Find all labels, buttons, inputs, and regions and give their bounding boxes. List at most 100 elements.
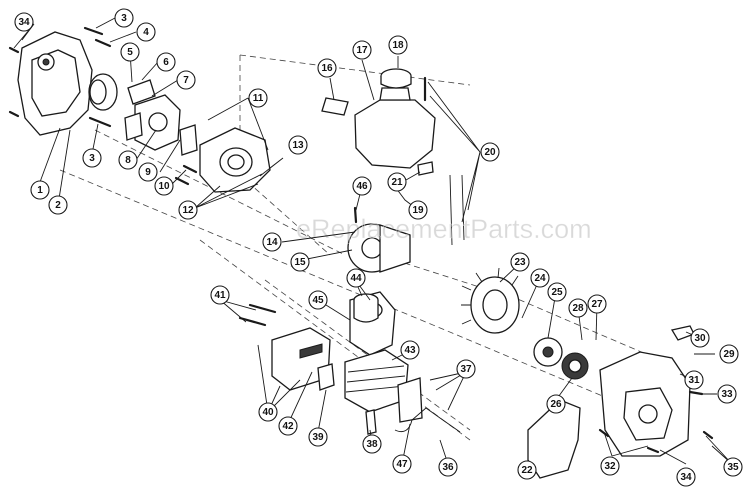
- callout-25: 25: [547, 282, 567, 302]
- piston: [353, 293, 379, 323]
- callout-number: 37: [460, 364, 472, 375]
- callout-number: 19: [412, 205, 424, 216]
- callout-circle: [114, 8, 134, 28]
- callout-number: 7: [183, 75, 189, 86]
- callout-circle: [587, 294, 607, 314]
- callout-37: 37: [456, 359, 476, 379]
- spark-plug: [365, 409, 377, 435]
- callout-33: 33: [717, 384, 737, 404]
- callout-number: 22: [521, 465, 533, 476]
- callout-number: 33: [721, 389, 733, 400]
- callout-circle: [352, 40, 372, 60]
- callout-circle: [387, 172, 407, 192]
- callout-number: 36: [442, 462, 454, 473]
- callout-8: 8: [118, 150, 138, 170]
- callout-circle: [352, 176, 372, 196]
- callout-number: 6: [163, 57, 169, 68]
- callout-number: 28: [572, 303, 584, 314]
- callout-circle: [568, 298, 588, 318]
- callout-circle: [600, 456, 620, 476]
- callout-circle: [388, 35, 408, 55]
- callout-number: 32: [604, 461, 616, 472]
- callout-circle: [120, 42, 140, 62]
- callout-circle: [248, 88, 268, 108]
- callout-circle: [14, 12, 34, 32]
- callout-circle: [392, 454, 412, 474]
- callout-number: 46: [356, 181, 368, 192]
- callout-24: 24: [530, 268, 550, 288]
- callout-circle: [317, 58, 337, 78]
- callout-circle: [118, 150, 138, 170]
- callout-32: 32: [600, 456, 620, 476]
- callout-number: 2: [55, 200, 61, 211]
- callout-39: 39: [308, 427, 328, 447]
- callout-7: 7: [176, 70, 196, 90]
- callout-circle: [290, 252, 310, 272]
- callout-number: 8: [125, 155, 131, 166]
- callout-42: 42: [278, 416, 298, 436]
- intake-housing: [199, 127, 271, 193]
- callout-number: 27: [591, 299, 603, 310]
- callout-number: 9: [145, 167, 151, 178]
- callout-47: 47: [392, 454, 412, 474]
- callout-circle: [154, 176, 174, 196]
- callout-circle: [48, 195, 68, 215]
- callout-circle: [176, 70, 196, 90]
- callout-number: 17: [356, 45, 368, 56]
- callout-number: 45: [312, 295, 324, 306]
- callout-circle: [456, 359, 476, 379]
- callout-number: 25: [551, 287, 563, 298]
- callout-11: 11: [248, 88, 268, 108]
- spark-plug-lead: [394, 407, 461, 433]
- callout-circle: [156, 52, 176, 72]
- callout-circle: [510, 252, 530, 272]
- callout-21: 21: [387, 172, 407, 192]
- rewind-starter-pulley: [347, 223, 411, 273]
- callout-number: 41: [214, 290, 226, 301]
- callout-number: 40: [262, 407, 274, 418]
- ignition-module: [397, 377, 423, 423]
- callout-3: 3: [82, 148, 102, 168]
- callout-34: 34: [676, 467, 696, 487]
- callout-22: 22: [517, 460, 537, 480]
- fasteners: [8, 26, 714, 454]
- callout-number: 35: [727, 462, 739, 473]
- watermark-text: eReplacementParts.com: [296, 214, 592, 244]
- callout-number: 10: [158, 181, 170, 192]
- callout-circle: [258, 402, 278, 422]
- callout-number: 30: [694, 333, 706, 344]
- callout-circle: [30, 180, 50, 200]
- callout-circle: [676, 467, 696, 487]
- callout-34: 34: [14, 12, 34, 32]
- callout-6: 6: [156, 52, 176, 72]
- callout-number: 23: [514, 257, 526, 268]
- callout-number: 5: [127, 47, 133, 58]
- callout-number: 34: [18, 17, 30, 28]
- callout-19: 19: [408, 200, 428, 220]
- starter-pawl-plate: [533, 337, 563, 367]
- callout-26: 26: [546, 394, 566, 414]
- callout-circle: [308, 427, 328, 447]
- callout-20: 20: [480, 142, 500, 162]
- callout-number: 43: [404, 345, 416, 356]
- callout-4: 4: [136, 22, 156, 42]
- callout-13: 13: [288, 135, 308, 155]
- callout-circle: [288, 135, 308, 155]
- callout-45: 45: [308, 290, 328, 310]
- fuel-lines: [449, 174, 465, 246]
- fuel-line-clip: [417, 161, 434, 176]
- callout-3: 3: [114, 8, 134, 28]
- callout-circle: [178, 200, 198, 220]
- callout-number: 3: [89, 153, 95, 164]
- callout-circle: [438, 457, 458, 477]
- callout-27: 27: [587, 294, 607, 314]
- callout-number: 14: [266, 237, 278, 248]
- callout-43: 43: [400, 340, 420, 360]
- callout-circle: [480, 142, 500, 162]
- callout-circle: [400, 340, 420, 360]
- callout-2: 2: [48, 195, 68, 215]
- callout-15: 15: [290, 252, 310, 272]
- callout-circle: [138, 162, 158, 182]
- callout-23: 23: [510, 252, 530, 272]
